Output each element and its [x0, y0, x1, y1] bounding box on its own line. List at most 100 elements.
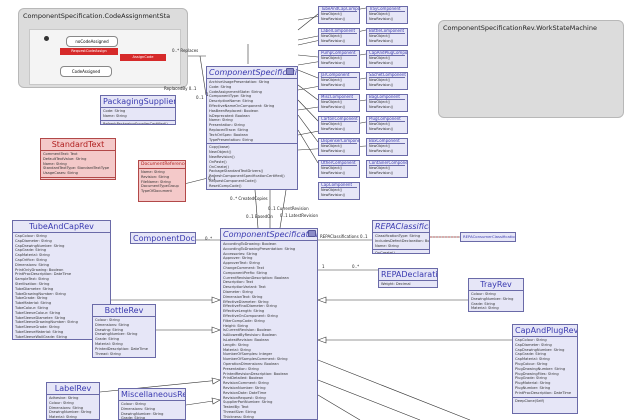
class-component-specification[interactable]: ComponentSpecification ArchiveUsagePrese…: [206, 66, 298, 190]
state-machine-work-state: ComponentSpecificationRev.WorkStateMachi…: [438, 20, 624, 118]
class-member: NewRevision(): [369, 126, 394, 131]
class-member: Name: String: [43, 161, 67, 166]
class-repa-classification[interactable]: REPAClassification ClassificationType: S…: [372, 220, 430, 254]
class-member: ComponentType: String: [209, 94, 252, 99]
class-member: TubeSleeveWallGrade: String: [15, 334, 68, 339]
class-member: CapDiameter: String: [15, 238, 52, 243]
class-member: SupplierPartNumber: String: [223, 400, 273, 405]
class-member: Diameter: String: [223, 289, 253, 294]
class-title: BottleComponent: [369, 28, 405, 35]
class-member: NewObject(): [321, 122, 343, 127]
class-title: StandardText: [41, 139, 115, 151]
state-machine-body: noCodeAssigned RequestCodeAssign AssignC…: [29, 29, 181, 85]
class-title: TrayRev: [469, 279, 523, 291]
class-component-subclass[interactable]: TubeAndCapComponentNewObject()NewRevisio…: [318, 6, 360, 24]
class-member: NewObject(): [369, 144, 391, 149]
class-member: IsLatestRevision: Boolean: [223, 337, 269, 342]
class-member: NewRevision(): [321, 170, 346, 175]
class-member: Colour: String: [121, 402, 146, 406]
class-operations: OnCreate(): [373, 249, 429, 253]
class-member: TubeMaterial: String: [15, 301, 52, 306]
class-member: RefreshComponentSpecificationCertified(): [209, 174, 285, 179]
class-member: NewRevision(): [369, 170, 394, 175]
class-member: StandardTextType: StandardTextType: [43, 166, 110, 171]
state-machine-code-assignment: ComponentSpecification.CodeAssignmentSta…: [18, 8, 188, 88]
class-member: ArchiveUsagePresentation: String: [209, 80, 270, 84]
class-member: CapDrawingNumber: String: [15, 243, 65, 248]
class-component-doc-ref[interactable]: ComponentDocRef: [130, 232, 196, 244]
class-title: CapAndPlugRev: [513, 326, 577, 337]
assoc-label-multiplicity: 0..*: [205, 236, 213, 241]
class-title: CartonComponent: [321, 116, 358, 123]
class-member: IsAllowedByRevision: Boolean: [223, 333, 277, 338]
class-member: CapMaterial: String: [15, 253, 50, 258]
class-member: NewObject(): [369, 166, 391, 171]
class-member: CodeAssignmentState: String: [209, 89, 262, 94]
class-member: NewRevision(): [321, 60, 346, 65]
class-member: CapGrade: String: [15, 248, 47, 253]
assoc-label-replaces: 0..* Replaces: [172, 48, 199, 53]
class-member: EffectiveFinalDiameter: String: [223, 304, 277, 309]
class-title: BoxComponent: [369, 139, 405, 145]
class-member: AccordingToDrawingPresentation: String: [223, 246, 296, 251]
class-member: Description: Text: [223, 280, 254, 285]
class-member: DeepClone(Self): [515, 398, 545, 403]
class-component-subclass[interactable]: CapAndPlugComponentNewObject()NewRevisio…: [366, 50, 408, 68]
class-member: Thread: String: [95, 351, 121, 356]
class-member: Grade: String: [471, 301, 496, 306]
class-member: Sterilisation: String: [15, 281, 50, 286]
class-member: NewRevision(): [321, 126, 346, 131]
class-member: CapDrawingNumber: String: [515, 347, 565, 352]
class-title: REPAClassification: [373, 222, 429, 233]
class-member: DefaultTextValue: String: [43, 156, 87, 161]
class-title: PumpComponent: [321, 50, 357, 57]
class-member: NewObject(): [321, 100, 343, 105]
class-title: PackagingSupplier: [101, 97, 175, 108]
state-no-code: noCodeAssigned: [66, 36, 118, 47]
class-member: TypePresentation: String: [209, 137, 253, 142]
class-member: NewRevision(): [369, 148, 394, 153]
class-member: FilterCompCode: String: [223, 318, 265, 323]
class-member: RefreshPackagingSupplierCertified(): [103, 121, 168, 125]
class-member: Accessories: String: [223, 251, 258, 256]
class-member: RevisionDate: DateTime: [223, 390, 267, 395]
class-member: Name: String: [209, 118, 233, 123]
class-member: PlugDrawingFiles: String: [515, 371, 559, 376]
class-member: PlugNumber: String: [515, 385, 551, 390]
class-title: ComponentDocRef: [133, 234, 195, 243]
class-repa-declaration[interactable]: REPADeclaration Weight: Decimal: [378, 268, 438, 288]
class-component-specification-rev[interactable]: ComponentSpecificationRev AccordingToDra…: [220, 228, 318, 420]
class-member: ReplacedTrace: String: [209, 127, 249, 132]
class-member: PrintOnlyDrawing: Boolean: [15, 267, 64, 272]
class-repa-consumer[interactable]: REPAConsumerClassification: [460, 232, 516, 242]
class-title: ComponentSpecification: [207, 68, 297, 79]
class-member: ClassificationType: String: [375, 234, 421, 238]
